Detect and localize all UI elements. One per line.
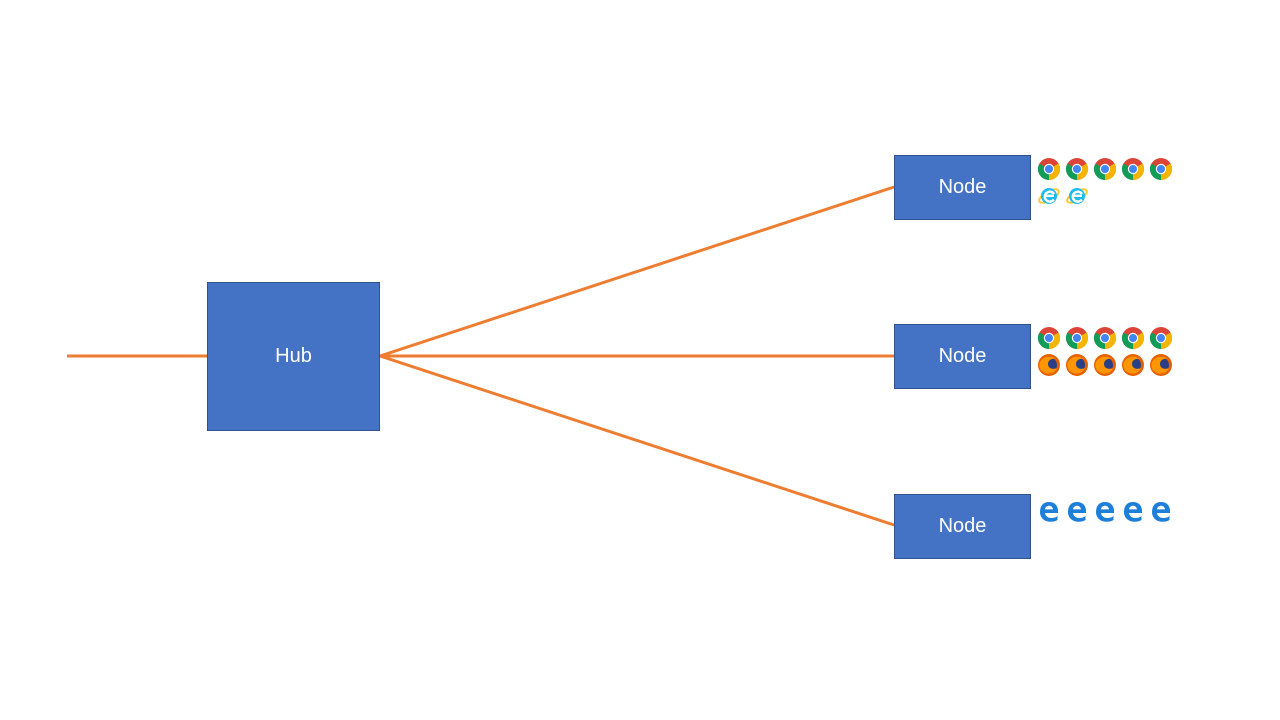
firefox-icon bbox=[1038, 354, 1060, 376]
firefox-icon bbox=[1122, 354, 1144, 376]
chrome-icon bbox=[1065, 158, 1089, 180]
node-2-browser-row bbox=[1037, 326, 1173, 350]
edge-icon bbox=[1124, 502, 1142, 522]
chrome-icon bbox=[1121, 158, 1145, 180]
chrome-icon bbox=[1093, 158, 1117, 180]
firefox-icon bbox=[1094, 354, 1116, 376]
node-label: Node bbox=[938, 176, 987, 198]
edge-icon bbox=[1152, 502, 1170, 522]
node-3-browser-row bbox=[1037, 499, 1173, 523]
internet-explorer-icon bbox=[1038, 188, 1060, 204]
hub-box[interactable]: Hub bbox=[207, 282, 380, 431]
node-box-2[interactable]: Node bbox=[894, 324, 1031, 389]
node-label: Node bbox=[938, 515, 987, 537]
chrome-icon bbox=[1037, 158, 1061, 180]
edge-icon bbox=[1068, 502, 1086, 522]
edge-icon bbox=[1096, 502, 1114, 522]
chrome-icon bbox=[1093, 327, 1117, 349]
chrome-icon bbox=[1149, 158, 1173, 180]
internet-explorer-icon bbox=[1066, 188, 1088, 204]
node-1-browser-row bbox=[1037, 157, 1173, 181]
node-1-browser-row bbox=[1037, 184, 1089, 208]
chrome-icon bbox=[1121, 327, 1145, 349]
hub-label: Hub bbox=[275, 345, 312, 367]
hub-to-node-1-connector bbox=[379, 185, 895, 358]
chrome-icon bbox=[1037, 327, 1061, 349]
node-box-3[interactable]: Node bbox=[894, 494, 1031, 559]
chrome-icon bbox=[1149, 327, 1173, 349]
firefox-icon bbox=[1150, 354, 1172, 376]
node-box-1[interactable]: Node bbox=[894, 155, 1031, 220]
node-label: Node bbox=[938, 345, 987, 367]
node-2-browser-row bbox=[1037, 353, 1173, 377]
firefox-icon bbox=[1066, 354, 1088, 376]
chrome-icon bbox=[1065, 327, 1089, 349]
hub-to-node-3-connector bbox=[379, 354, 895, 527]
edge-icon bbox=[1040, 502, 1058, 522]
